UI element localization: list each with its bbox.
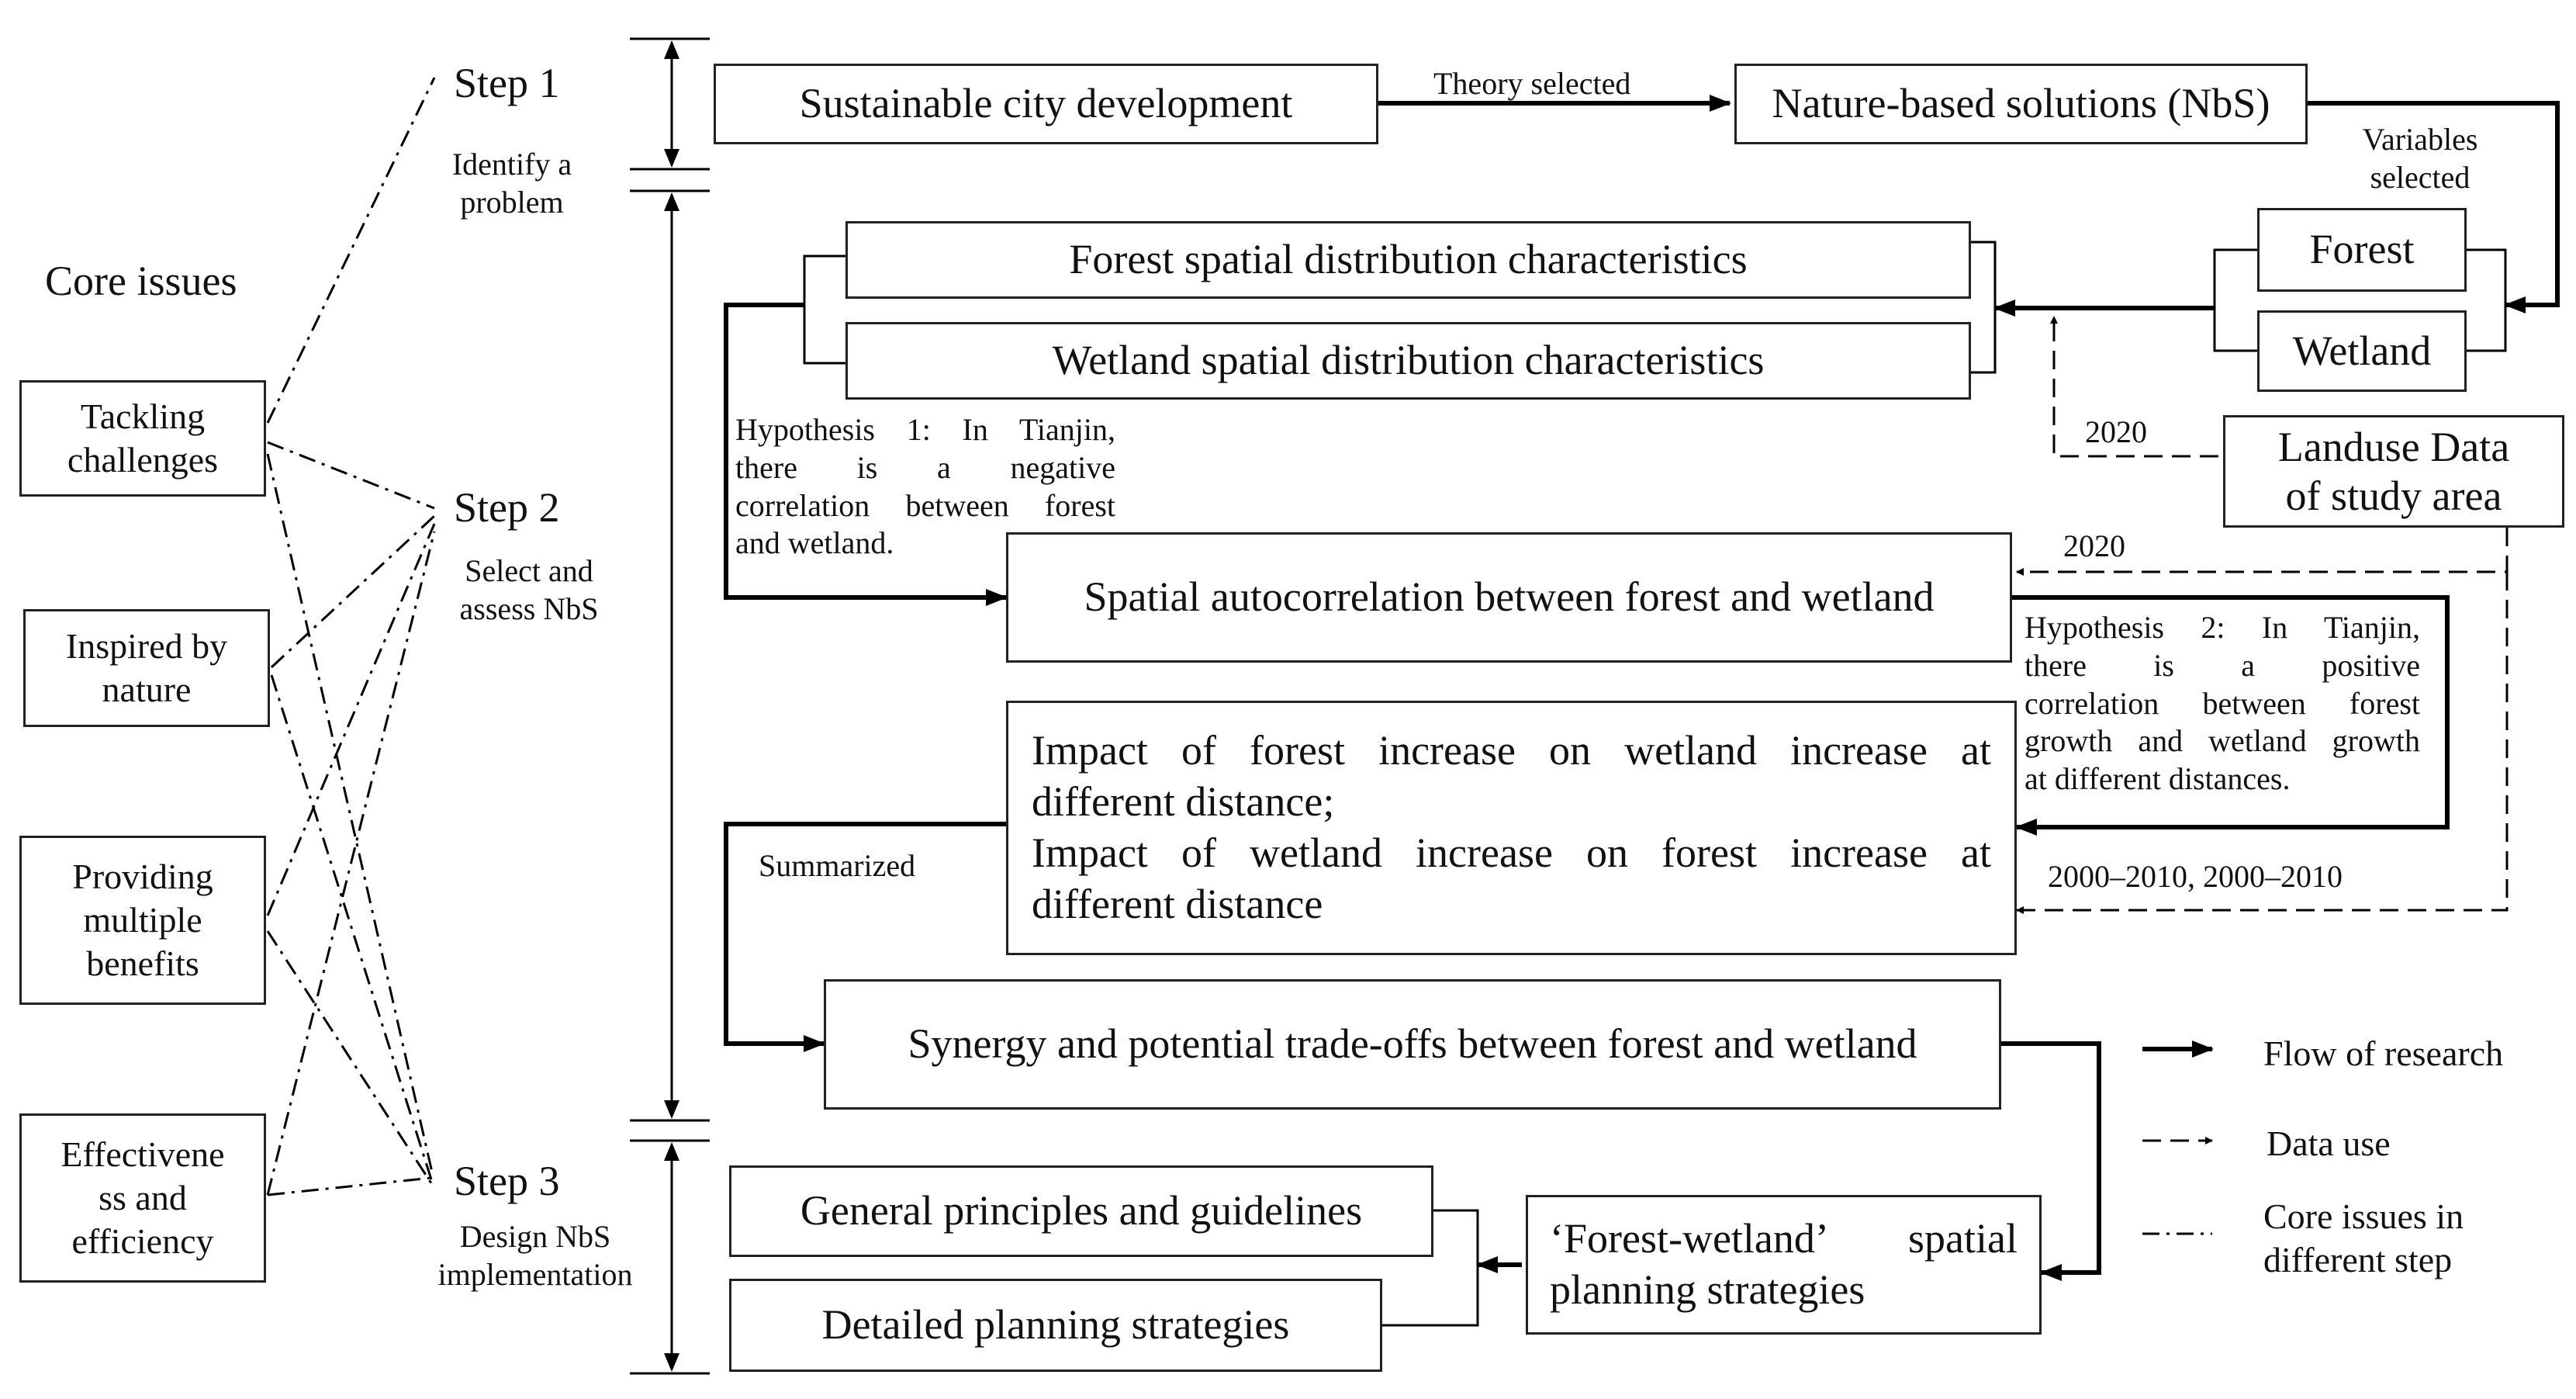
hypothesis-2-line: at different distances. [2024,761,2291,797]
bracket-lines [803,241,2507,1327]
hypothesis-1: Hypothesis 1: In Tianjin, there is a neg… [735,411,1115,563]
box-synergy-tradeoffs: Synergy and potential trade-offs between… [824,979,2001,1110]
core-issue-effectiveness-efficiency: Effectivene ss and efficiency [19,1113,266,1283]
hypothesis-1-line: there is a negative [735,449,1115,485]
step3-subtitle-line2: implementation [437,1256,633,1292]
step2-subtitle-line1: Select and [465,553,593,588]
core-issue-links [266,77,436,1196]
landuse-line1: Landuse Data [2277,424,2510,471]
core-issue-multiple-benefits: Providing multiple benefits [19,836,266,1005]
box-general-principles: General principles and guidelines [729,1165,1433,1257]
hypothesis-1-line: Hypothesis 1: In Tianjin, [735,412,1115,447]
hypothesis-1-line: and wetland. [735,525,894,561]
core-issue-tackling-challenges: Tackling challenges [19,380,266,497]
variables-line2: selected [2370,159,2471,195]
hypothesis-2-line: Hypothesis 2: In Tianjin, [2024,610,2420,645]
core-issue-inspired-by-nature: Inspired by nature [23,609,270,727]
core-issue-line: Effectivene [61,1134,225,1174]
legend-flow-of-research: Flow of research [2263,1034,2504,1073]
timeline-arrowheads [664,40,679,1372]
box-forest: Forest [2257,208,2467,292]
box-landuse-data: Landuse Data of study area [2223,415,2564,528]
label-2020-landuse: 2020 [2085,414,2147,449]
core-issues-heading: Core issues [45,258,237,304]
box-detailed-strategies: Detailed planning strategies [729,1279,1382,1372]
label-theory-selected: Theory selected [1433,66,1631,101]
label-summarized: Summarized [759,848,916,883]
step3-subtitle-line1: Design NbS [459,1219,611,1254]
core-issue-line: benefits [86,944,199,984]
step1-subtitle-line1: Identify a [451,147,572,182]
landuse-line2: of study area [2285,472,2502,519]
planning-line1: ‘Forest-wetland’ spatial [1550,1215,2018,1262]
step2-subtitle: Select and assess NbS [444,552,614,629]
timeline [630,37,710,1375]
step3-subtitle: Design NbS implementation [419,1218,652,1294]
hypothesis-1-line: correlation between forest [735,487,1115,523]
box-wetland-spatial-distribution: Wetland spatial distribution characteris… [845,322,1971,400]
impact-line4: different distance [1032,880,1323,927]
step2-title: Step 2 [454,484,560,531]
box-impact-forest-wetland: Impact of forest increase on wetland inc… [1006,701,2017,955]
hypothesis-2-line: there is a positive [2024,647,2420,683]
box-sustainable-city-development: Sustainable city development [714,64,1378,144]
legend-data-use: Data use [2267,1124,2391,1163]
box-forest-wetland-planning: ‘Forest-wetland’ spatial planning strate… [1526,1195,2042,1335]
step2-subtitle-line2: assess NbS [459,590,599,626]
label-variables-selected: Variables selected [2354,121,2486,197]
core-issue-line: Providing [72,856,213,896]
data-use-arrows [2016,316,2509,1144]
core-issue-line: efficiency [71,1221,214,1262]
variables-line1: Variables [2362,122,2478,157]
core-issue-line: multiple [83,899,202,940]
step3-title: Step 3 [454,1158,560,1204]
box-forest-spatial-distribution: Forest spatial distribution characterist… [845,221,1971,299]
box-wetland: Wetland [2257,310,2467,392]
impact-line3: Impact of wetland increase on forest inc… [1032,829,1991,876]
core-issue-line: nature [102,670,192,709]
label-years-range: 2000–2010, 2000–2010 [2048,859,2343,894]
box-spatial-autocorrelation: Spatial autocorrelation between forest a… [1006,532,2012,663]
step1-subtitle: Identify a problem [438,146,586,222]
core-issue-line: challenges [67,440,219,480]
step1-subtitle-line2: problem [460,184,564,220]
box-nature-based-solutions: Nature-based solutions (NbS) [1734,64,2308,144]
impact-line1: Impact of forest increase on wetland inc… [1032,727,1991,774]
core-issue-line: ss and [99,1177,187,1217]
hypothesis-2-line: growth and wetland growth [2024,723,2420,759]
planning-line2: planning strategies [1550,1266,1865,1313]
research-flow-arrows [724,95,2560,1281]
core-issue-line: Inspired by [65,625,228,666]
legend-core-issues: Core issues in different step [2263,1195,2464,1282]
legend-core-line1: Core issues in [2263,1196,2464,1236]
hypothesis-2-line: correlation between forest [2024,685,2420,721]
step1-title: Step 1 [454,60,560,106]
legend-core-line2: different step [2263,1240,2453,1280]
label-2020-autocorrelation: 2020 [2063,528,2125,563]
core-issue-line: Tackling [80,396,206,436]
impact-line2: different distance; [1032,778,1335,826]
hypothesis-2: Hypothesis 2: In Tianjin, there is a pos… [2024,609,2420,798]
